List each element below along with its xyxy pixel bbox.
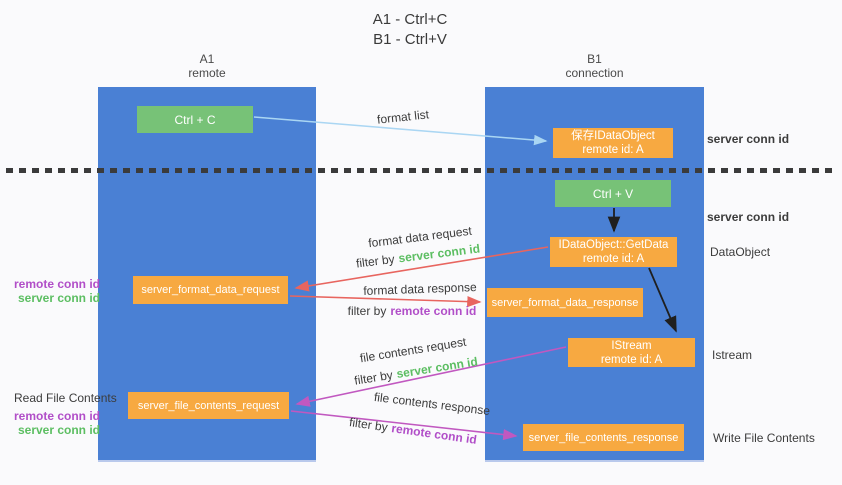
- node-save-line2: remote id: A: [582, 144, 644, 156]
- remote-conn-id-text: remote conn id: [390, 421, 478, 447]
- node-istream-line2: remote id: A: [600, 353, 663, 366]
- label-format-list: format list: [376, 107, 430, 127]
- node-server-format-data-response: server_format_data_response: [487, 288, 643, 317]
- label-read-file-contents: Read File Contents: [14, 391, 117, 405]
- filter-by-text: filter by: [347, 304, 387, 318]
- node-ctrl-c-label: Ctrl + C: [174, 112, 216, 127]
- label-format-data-response: format data response: [363, 280, 477, 298]
- node-ctrl-c: Ctrl + C: [137, 106, 253, 133]
- filter-by-text: filter by: [348, 415, 389, 435]
- filter-by-text: filter by: [353, 367, 394, 388]
- node-file-response-label: server_file_contents_response: [528, 431, 679, 444]
- label-dataobject: DataObject: [710, 245, 771, 259]
- node-getdata-line1: IDataObject::GetData: [558, 239, 669, 251]
- title-line-1: A1 - Ctrl+C: [372, 11, 448, 28]
- server-conn-id-text: server conn id: [395, 354, 479, 381]
- node-file-request-label: server_file_contents_request: [137, 399, 280, 412]
- diagram-title: A1 - Ctrl+C B1 - Ctrl+V: [310, 10, 510, 50]
- session-separator-dashed-line: [6, 168, 838, 173]
- node-server-format-data-request: server_format_data_request: [133, 276, 288, 304]
- node-istream: IStream remote id: A: [568, 338, 695, 367]
- node-ctrl-v: Ctrl + V: [555, 180, 671, 207]
- server-conn-id-text: server conn id: [17, 291, 100, 305]
- label-server-conn-id-mid: server conn id: [707, 210, 790, 224]
- node-ctrl-v-label: Ctrl + V: [592, 186, 634, 201]
- lane-a1-role: remote: [188, 66, 226, 80]
- lane-b1-name: B1: [587, 52, 602, 66]
- label-istream: Istream: [712, 348, 753, 362]
- lane-a1-name: A1: [199, 52, 215, 66]
- node-getdata-line2: remote id: A: [582, 253, 645, 265]
- lane-b1-role: connection: [565, 66, 624, 80]
- node-save-idataobject: 保存IDataObject remote id: A: [553, 128, 673, 158]
- node-idataobject-getdata: IDataObject::GetData remote id: A: [550, 237, 677, 267]
- conn-id-pair-file: remote conn id server conn id: [0, 409, 100, 437]
- node-istream-line1: IStream: [611, 339, 652, 352]
- lane-header-b1: B1 connection: [485, 52, 704, 80]
- remote-conn-id-text: remote conn id: [13, 277, 100, 291]
- remote-conn-id-text: remote conn id: [390, 304, 477, 318]
- remote-conn-id-text: remote conn id: [13, 409, 100, 423]
- filter-by-text: filter by: [355, 251, 396, 271]
- node-format-request-label: server_format_data_request: [141, 284, 280, 296]
- label-write-file-contents: Write File Contents: [713, 431, 815, 445]
- label-server-conn-id-top: server conn id: [707, 132, 790, 146]
- node-server-file-contents-request: server_file_contents_request: [128, 392, 289, 419]
- title-line-2: B1 - Ctrl+V: [373, 31, 447, 48]
- node-format-response-label: server_format_data_response: [491, 296, 639, 309]
- node-server-file-contents-response: server_file_contents_response: [523, 424, 684, 451]
- server-conn-id-text: server conn id: [17, 423, 100, 437]
- conn-id-pair-format: remote conn id server conn id: [0, 277, 100, 305]
- lane-header-a1: A1 remote: [98, 52, 316, 80]
- node-save-line1: 保存IDataObject: [571, 130, 655, 142]
